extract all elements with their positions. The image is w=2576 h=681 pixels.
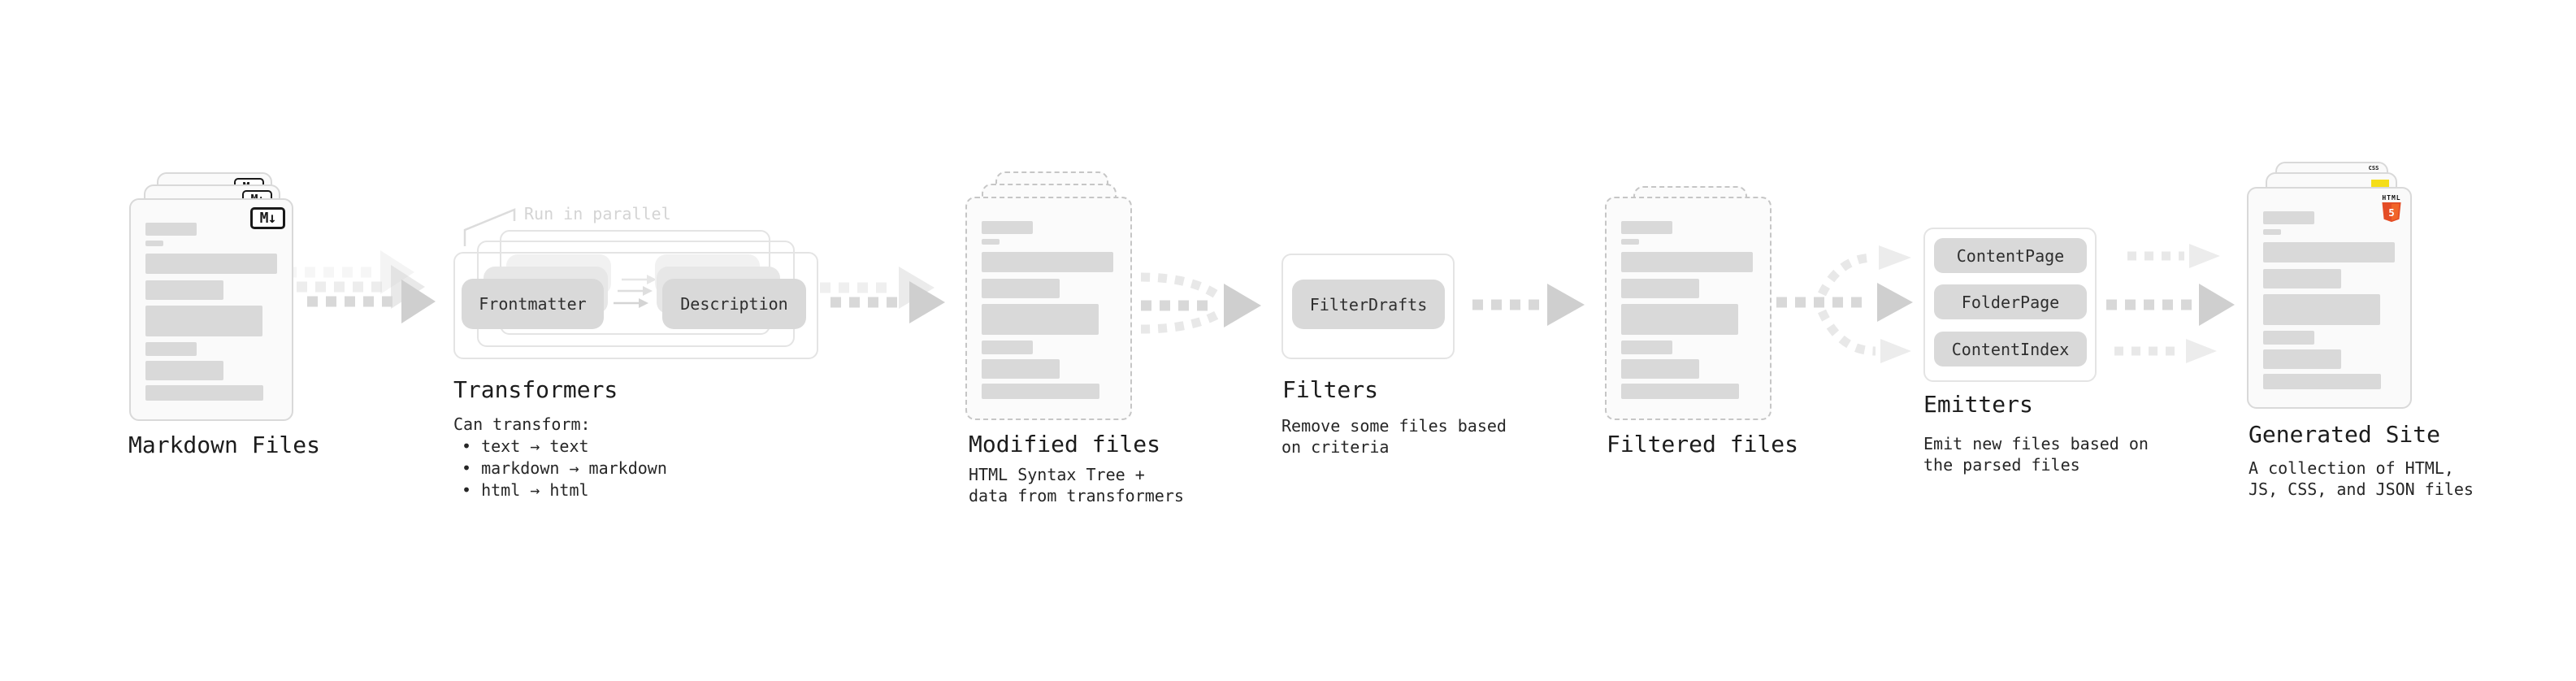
text-line-placeholder [145, 241, 163, 246]
css-badge-label: CSS [2368, 165, 2379, 171]
text-line-placeholder [1621, 304, 1738, 335]
description-pill: Description [662, 279, 806, 329]
text-line-placeholder [145, 223, 197, 236]
text-line-placeholder [2263, 211, 2314, 224]
filterdrafts-pill-label: FilterDrafts [1309, 294, 1428, 314]
transformer-layer-front [453, 252, 818, 359]
generated-site-caption: A collection of HTML, JS, CSS, and JSON … [2249, 458, 2474, 499]
text-line-placeholder [2263, 269, 2341, 288]
text-line-placeholder [145, 306, 262, 336]
html5-shield: 5 [2382, 202, 2401, 223]
arrow-modified-to-filters [1140, 272, 1261, 334]
text-line-placeholder [145, 254, 277, 274]
text-line-placeholder [2263, 229, 2281, 235]
arrow-filters-to-filtered [1472, 284, 1585, 326]
filters-caption: Remove some files based on criteria [1281, 416, 1507, 457]
text-line-placeholder [1621, 239, 1639, 245]
text-line-placeholder [982, 221, 1033, 234]
contentpage-pill-label: ContentPage [1956, 245, 2065, 266]
filterdrafts-pill: FilterDrafts [1292, 280, 1445, 329]
arrow-filtered-to-emitters [1776, 245, 1913, 363]
html5-icon: HTML 5 [2379, 195, 2404, 226]
folderpage-pill-label: FolderPage [1961, 292, 2060, 312]
stage-label-markdown-files: Markdown Files [128, 432, 321, 458]
text-line-placeholder [982, 239, 1000, 245]
filters-box [1281, 254, 1455, 359]
caption-bullet: • html → html [462, 480, 589, 500]
description-pill-label: Description [680, 294, 788, 314]
document-content-placeholder [1621, 221, 1753, 399]
stage-label-modified-files: Modified files [969, 431, 1161, 458]
arrow-transformers-to-modified [820, 267, 945, 323]
transformers-caption: Can transform: • text → text • markdown … [453, 414, 667, 501]
caption-line: Can transform: [453, 414, 591, 434]
emitters-caption: Emit new files based on the parsed files [1923, 434, 2149, 475]
text-line-placeholder [982, 304, 1099, 335]
text-line-placeholder [982, 279, 1060, 298]
document-content-placeholder [145, 223, 277, 401]
markdown-icon: M↓ [250, 207, 285, 229]
text-line-placeholder [982, 340, 1033, 354]
text-line-placeholder [982, 384, 1099, 399]
text-line-placeholder [1621, 384, 1739, 399]
contentindex-pill-label: ContentIndex [1951, 339, 2070, 359]
arrow-emitters-to-site [2106, 244, 2235, 363]
document-card-front: M↓ [129, 198, 293, 421]
text-line-placeholder [2263, 331, 2314, 345]
text-line-placeholder [1621, 221, 1672, 234]
document-card-front [1605, 197, 1772, 420]
frontmatter-pill: Frontmatter [462, 279, 604, 329]
text-line-placeholder [2263, 374, 2381, 389]
stage-label-emitters: Emitters [1923, 391, 2033, 418]
text-line-placeholder [145, 280, 223, 300]
text-line-placeholder [982, 359, 1060, 379]
modified-files-caption: HTML Syntax Tree + data from transformer… [969, 465, 1184, 505]
contentindex-pill: ContentIndex [1934, 332, 2087, 367]
text-line-placeholder [1621, 252, 1753, 272]
document-card-front [965, 197, 1132, 420]
stage-label-filters: Filters [1282, 376, 1379, 403]
text-line-placeholder [2263, 242, 2395, 262]
text-line-placeholder [2263, 294, 2380, 325]
css-badge-icon: CSS [2366, 166, 2381, 171]
frontmatter-pill-label: Frontmatter [479, 294, 587, 314]
text-line-placeholder [982, 252, 1113, 272]
stage-label-filtered-files: Filtered files [1607, 431, 1799, 458]
arrow-markdown-to-transformers [286, 250, 436, 323]
document-content-placeholder [2263, 211, 2395, 389]
run-in-parallel-note: Run in parallel [524, 204, 671, 223]
text-line-placeholder [1621, 279, 1699, 298]
document-card-front: HTML 5 [2247, 187, 2412, 409]
stage-label-generated-site: Generated Site [2249, 421, 2441, 448]
text-line-placeholder [145, 385, 263, 401]
stage-label-transformers: Transformers [453, 376, 618, 403]
document-content-placeholder [982, 221, 1113, 399]
text-line-placeholder [1621, 340, 1672, 354]
emitters-box [1923, 228, 2097, 382]
caption-bullet: • markdown → markdown [462, 458, 667, 478]
html5-icon-word: HTML [2382, 194, 2401, 202]
html5-icon-number: 5 [2388, 206, 2395, 219]
text-line-placeholder [2263, 349, 2341, 369]
text-line-placeholder [145, 342, 197, 356]
text-line-placeholder [145, 361, 223, 380]
folderpage-pill: FolderPage [1934, 284, 2087, 319]
text-line-placeholder [1621, 359, 1699, 379]
contentpage-pill: ContentPage [1934, 238, 2087, 273]
caption-bullet: • text → text [462, 436, 589, 456]
